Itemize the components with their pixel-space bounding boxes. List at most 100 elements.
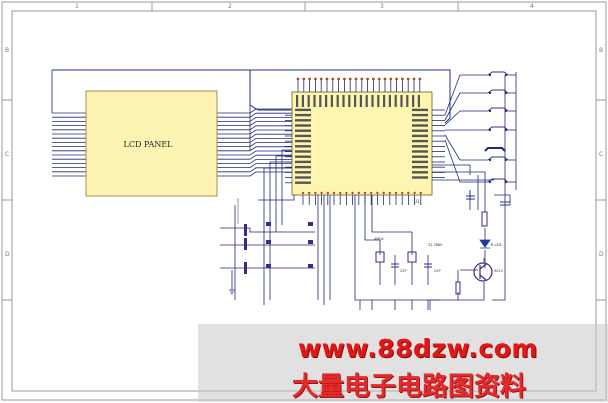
junction-dot (418, 77, 422, 81)
pin-label-mark (412, 160, 428, 164)
junction-dot (308, 77, 311, 81)
pin-label-mark (412, 171, 428, 174)
pin-label-mark (359, 95, 362, 107)
resistor-led (481, 211, 488, 227)
pin-label-mark (412, 129, 428, 132)
mcu-pin-labels (295, 95, 428, 184)
pin-label-mark (412, 155, 428, 158)
pin-label-mark (307, 95, 310, 107)
pin-label-mark (348, 95, 351, 107)
pin-label-mark (295, 134, 311, 138)
key-contact (487, 178, 509, 183)
pin-label-mark (342, 95, 345, 107)
pin-label-mark (365, 95, 368, 107)
lcd-right-line (217, 112, 292, 118)
mcu-ref: U1 (414, 199, 420, 204)
junction-dot (406, 77, 410, 81)
transistor-label: 9014 (494, 269, 504, 273)
key-terminal (488, 180, 492, 184)
junction-dot (331, 77, 335, 81)
oscillator-circuit (354, 195, 440, 310)
junction-dot (366, 77, 369, 81)
pin-label-mark (295, 129, 311, 132)
electrolytic-cap (466, 195, 510, 206)
pin-label-mark (295, 150, 311, 153)
pin-label-mark (295, 124, 311, 127)
junction-dot (372, 77, 375, 81)
pin-label-mark (330, 95, 333, 107)
pin-label-mark (377, 95, 380, 107)
resistor-array (244, 222, 313, 274)
lcd-right-line (217, 138, 292, 143)
lcd-right-line (217, 146, 292, 152)
pin-label-mark (295, 181, 311, 184)
key-wire (444, 134, 488, 161)
zone-label-top-2: 2 (228, 3, 232, 10)
key-contact (487, 107, 509, 112)
transistor (473, 262, 493, 282)
junction-dot (302, 77, 306, 81)
pin-label-mark (313, 95, 316, 107)
lcd-right-line (217, 121, 292, 126)
junction-dot (394, 191, 398, 195)
pin-label-mark (412, 165, 428, 169)
key-switch-bold (484, 147, 506, 152)
zone-label-right-c: C (599, 151, 603, 158)
lcd-right-line (217, 171, 292, 177)
pin-label-mark (412, 176, 428, 179)
junction-dot (348, 77, 352, 81)
key-terminal (488, 73, 492, 77)
junction-dot (332, 191, 336, 195)
pin-label-mark (406, 95, 409, 107)
mcu-chip (291, 91, 433, 196)
pin-label-mark (412, 108, 428, 112)
junction-dot (376, 191, 379, 195)
junction-dot (354, 77, 358, 81)
zone-ticks (2, 2, 606, 301)
pin-label-mark (301, 95, 304, 107)
lcd-right-line (217, 150, 292, 156)
key-switch (444, 89, 516, 121)
zone-label-left-d: D (5, 251, 10, 258)
lcd-panel-label: LCD PANEL (124, 140, 174, 149)
lcd-panel (85, 90, 218, 197)
key-terminal (488, 128, 492, 132)
junction-dots (296, 77, 422, 195)
lcd-right-line (217, 125, 292, 131)
pin-label-mark (295, 155, 311, 158)
pin-label-mark (412, 95, 415, 107)
pin-label-mark (336, 95, 339, 107)
watermark-url: www.88dzw.com (298, 334, 538, 363)
pin-label-mark (394, 95, 397, 107)
junction-dot (363, 191, 367, 195)
cap-1-label: 22P (400, 269, 407, 273)
pin-label-mark (354, 95, 357, 107)
pin-label-mark (295, 113, 311, 117)
watermark-band (198, 324, 608, 402)
cap-2-label: 22P (434, 269, 441, 273)
junction-dot (343, 77, 346, 81)
pin-label-mark (400, 95, 403, 107)
crystal-32k (407, 251, 417, 263)
junction-dot (401, 77, 404, 81)
junction-dot (360, 77, 364, 81)
zone-label-left-c: C (5, 151, 9, 158)
junction-dot (388, 191, 391, 195)
key-terminal (488, 91, 492, 95)
zone-label-top-4: 4 (530, 3, 534, 10)
pin-label-mark (295, 145, 311, 148)
key-wire (444, 74, 488, 116)
right-circuit (429, 75, 511, 310)
junction-dot (314, 191, 317, 195)
key-switch (444, 139, 516, 184)
junction-dot (407, 191, 410, 195)
pin-label-mark (296, 95, 299, 107)
key-contact (487, 126, 509, 131)
lcd-right-lines (217, 70, 292, 177)
pin-label-mark (295, 139, 311, 143)
junction-dot (383, 77, 387, 81)
pin-label-mark (412, 113, 428, 117)
pin-label-mark (412, 124, 428, 127)
zone-label-left-b: B (5, 47, 9, 54)
